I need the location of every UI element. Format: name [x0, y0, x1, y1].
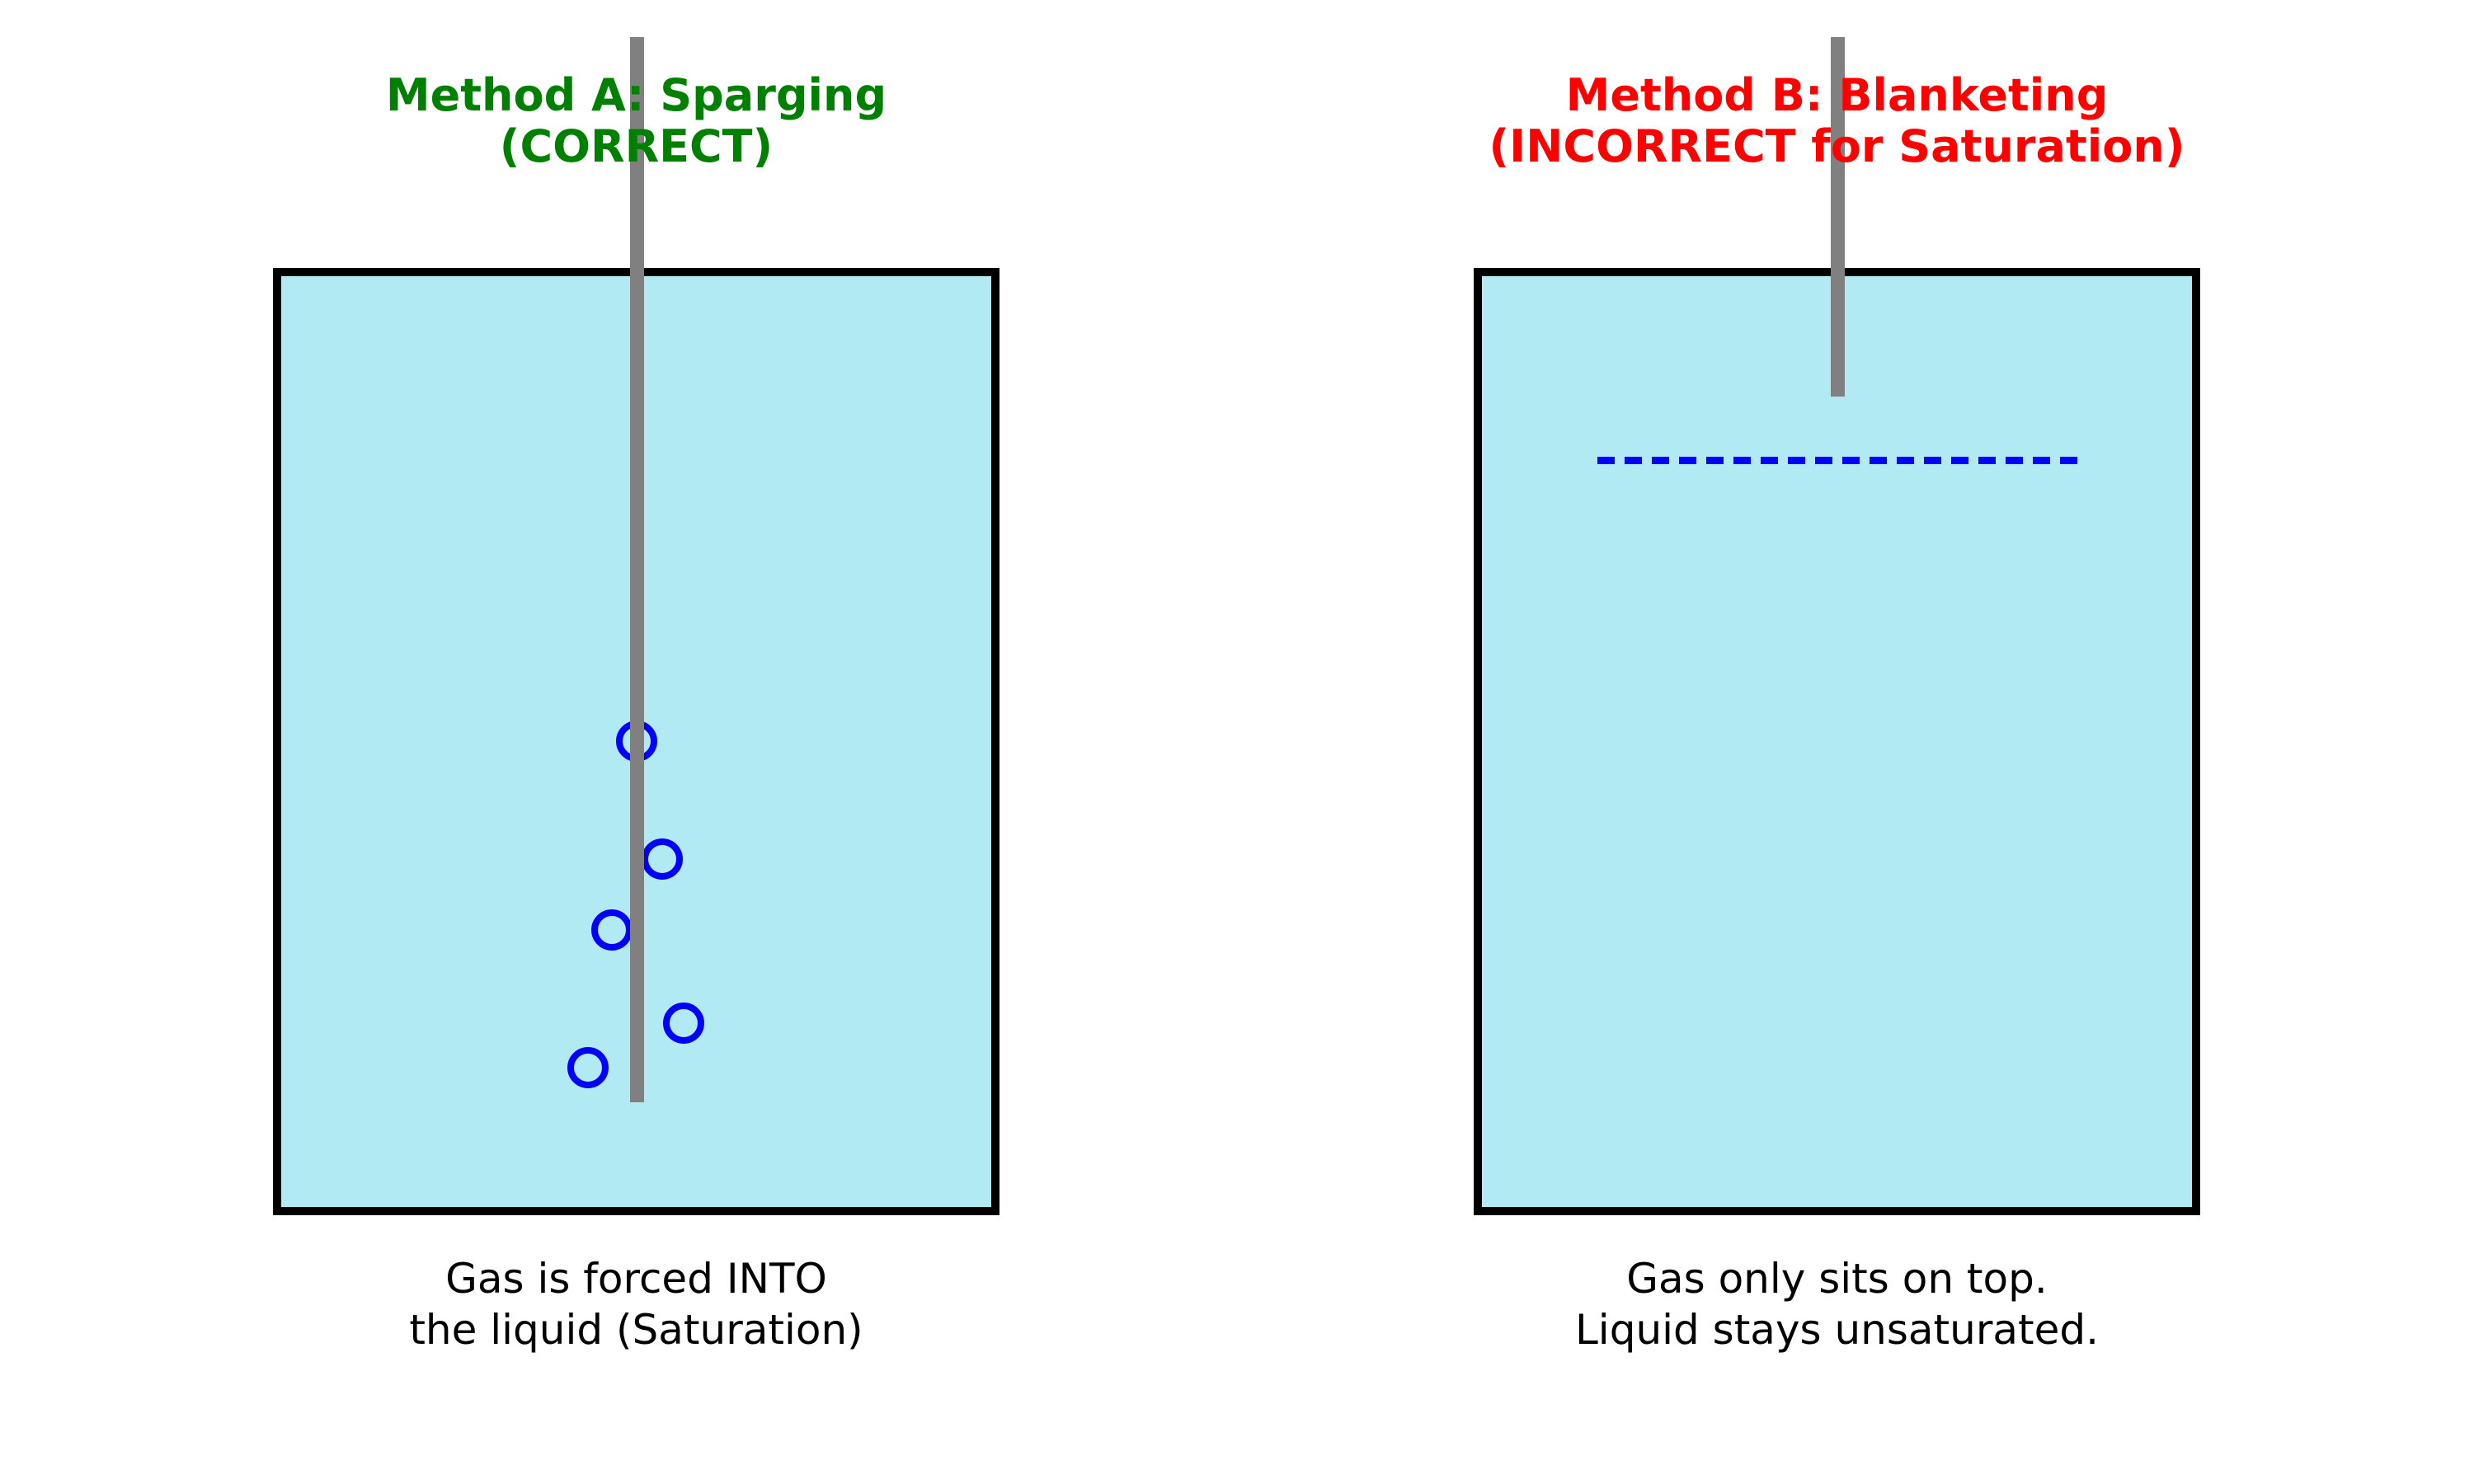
- method-b-caption-line2: Liquid stays unsaturated.: [1574, 1306, 2100, 1354]
- method-a-title-line2: (CORRECT): [499, 120, 774, 172]
- method-a-caption: Gas is forced INTO the liquid (Saturatio…: [101, 1253, 1173, 1355]
- method-a-title: Method A: Sparging (CORRECT): [101, 70, 1173, 172]
- gas-bubble: [591, 909, 633, 951]
- method-b-caption: Gas only sits on top. Liquid stays unsat…: [1301, 1253, 2373, 1355]
- method-b-title-line1: Method B: Blanketing: [1565, 69, 2109, 121]
- beaker-b: [1474, 268, 2200, 1215]
- method-a-caption-line1: Gas is forced INTO: [445, 1255, 827, 1303]
- sparging-tube: [630, 37, 644, 1102]
- method-b-title: Method B: Blanketing (INCORRECT for Satu…: [1301, 70, 2373, 172]
- method-a-title-line1: Method A: Sparging: [385, 69, 887, 121]
- blanketing-tube: [1831, 37, 1845, 397]
- method-b-caption-line1: Gas only sits on top.: [1626, 1255, 2048, 1303]
- gas-bubble: [642, 838, 683, 880]
- gas-bubble: [663, 1003, 704, 1044]
- method-b-title-line2: (INCORRECT for Saturation): [1489, 120, 2185, 172]
- gas-blanket-dashed-line: [1597, 457, 2078, 464]
- method-a-caption-line2: the liquid (Saturation): [409, 1306, 863, 1354]
- gas-bubble: [567, 1047, 609, 1088]
